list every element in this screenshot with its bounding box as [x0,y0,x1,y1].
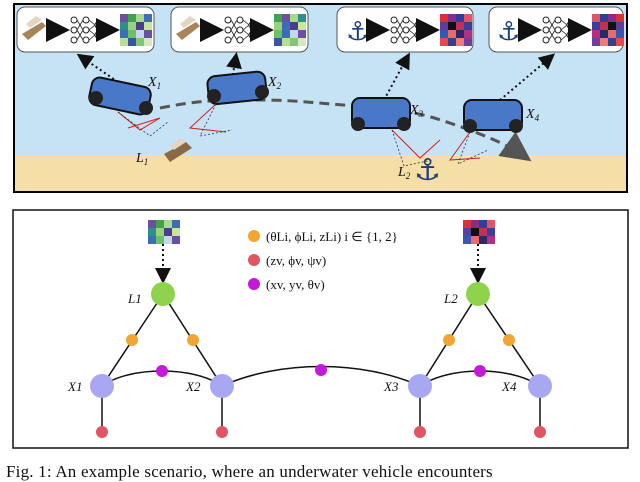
wreck-landmark-icon [164,138,192,162]
landmark-factor [187,334,199,346]
feature-grid-icon [120,14,152,46]
landmark-factor [126,334,138,346]
graph-label-x1: X1 [67,379,82,394]
feature-grid-icon [592,14,624,46]
feature-grid-icon [274,14,306,46]
vehicle-label-x4: X4 [525,107,540,123]
unary-factor [534,426,546,438]
odometry-factor [315,364,327,376]
sand-region [15,155,626,191]
scenario-panel: ⚓ ⚓ [13,3,628,193]
landmark-label-l2: L2 [397,165,411,181]
legend-text-odometry: (xv, yv, θv) [266,277,325,292]
pipeline-box-1 [16,6,155,53]
unary-factor [96,426,108,438]
graph-label-x2: X2 [185,379,201,394]
odometry-factor [156,365,168,377]
legend-swatch-magenta [248,278,260,290]
legend-swatch-red [248,254,260,266]
unary-factor [216,426,228,438]
odometry-factor [474,365,486,377]
feature-grid-icon [440,14,472,46]
feature-grid-l2-icon [463,220,495,244]
legend-text-unary: (zv, ϕv, ψv) [266,253,326,268]
landmark-node-l2 [466,282,490,306]
pose-node-x2 [210,374,234,398]
graph-label-l1: L1 [127,291,142,306]
landmark-label-l1: L1 [135,151,148,167]
anchor-icon: ⚓ [497,17,520,47]
wreck-icon [22,16,46,40]
vehicle-label-x3: X3 [409,103,424,119]
landmark-node-l1 [151,282,175,306]
legend-swatch-orange [248,230,260,242]
legend-text-landmark: (θLi, ϕLi, zLi) i ∈ {1, 2} [266,229,398,244]
vehicle-x4 [448,99,523,165]
graph-label-l2: L2 [443,291,458,306]
graph-label-x3: X3 [383,379,399,394]
legend: (θLi, ϕLi, zLi) i ∈ {1, 2} (zv, ϕv, ψv) … [248,229,398,292]
anchor-landmark-icon: ⚓ [414,153,441,188]
pose-node-x4 [528,374,552,398]
unary-factor [414,426,426,438]
pipeline-box-3: ⚓ [336,6,474,53]
landmark-factor [443,334,455,346]
wreck-icon [176,16,200,40]
landmark-factor [503,334,515,346]
figure-canvas: ⚓ ⚓ [12,3,629,449]
pose-node-x3 [408,374,432,398]
pipeline-box-2 [170,6,309,53]
factor-graph-panel: (θLi, ϕLi, zLi) i ∈ {1, 2} (zv, ϕv, ψv) … [12,209,629,449]
vehicle-x1 [88,76,169,137]
graph-label-x4: X4 [501,379,517,394]
vehicle-x3 [351,97,441,167]
pipeline-box-4: ⚓ [488,6,624,53]
pose-node-x1 [90,374,114,398]
vehicle-label-x1: X1 [147,75,161,91]
feature-grid-l1-icon [148,220,180,244]
anchor-icon: ⚓ [346,17,369,47]
vehicle-x2 [188,70,269,137]
vehicle-label-x2: X2 [267,75,282,91]
figure-caption: Fig. 1: An example scenario, where an un… [6,462,493,481]
